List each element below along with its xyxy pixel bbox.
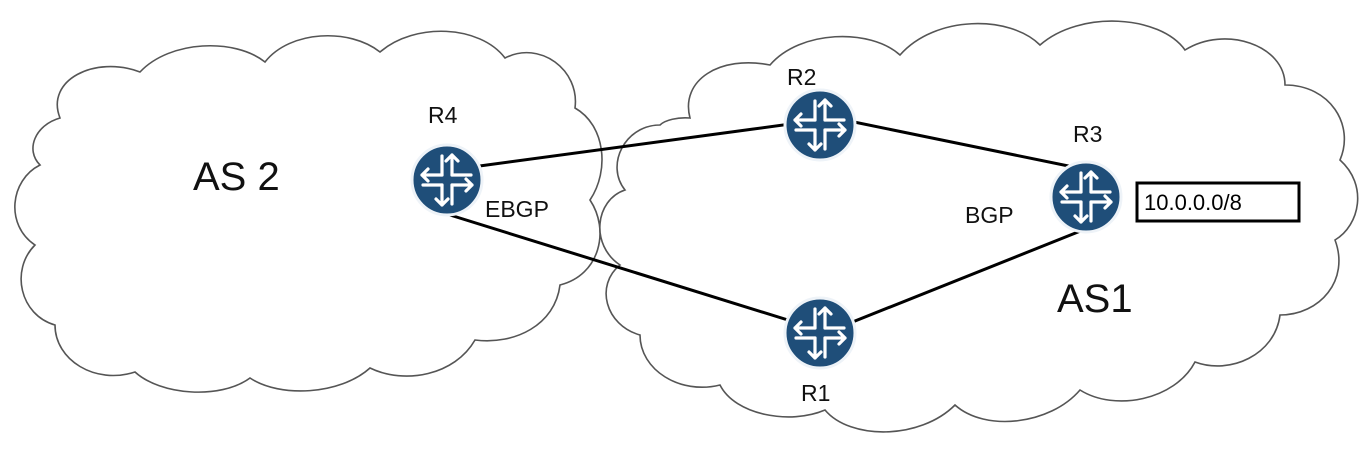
router-r2-label: R2 bbox=[787, 64, 816, 90]
link-r2-r3 bbox=[819, 113, 1089, 172]
router-r1-label: R1 bbox=[801, 380, 830, 406]
link-r1-r3 bbox=[819, 226, 1089, 337]
link-r4-r2 bbox=[449, 118, 821, 172]
prefix-label: 10.0.0.0/8 bbox=[1144, 190, 1242, 215]
link-r4-r1 bbox=[449, 213, 821, 332]
bgp-label: BGP bbox=[965, 202, 1014, 228]
router-r1-icon bbox=[783, 296, 857, 370]
as1-label: AS1 bbox=[1057, 277, 1133, 321]
as2-cloud-icon bbox=[14, 30, 603, 393]
ebgp-label: EBGP bbox=[485, 196, 549, 222]
router-r3-icon bbox=[1049, 160, 1123, 234]
router-r4-icon bbox=[410, 143, 484, 217]
router-r3-label: R3 bbox=[1073, 121, 1102, 147]
as2-label: AS 2 bbox=[193, 155, 280, 199]
router-r4-label: R4 bbox=[428, 102, 458, 128]
prefix-box: 10.0.0.0/8 bbox=[1135, 181, 1301, 223]
router-r2-icon bbox=[783, 88, 857, 162]
